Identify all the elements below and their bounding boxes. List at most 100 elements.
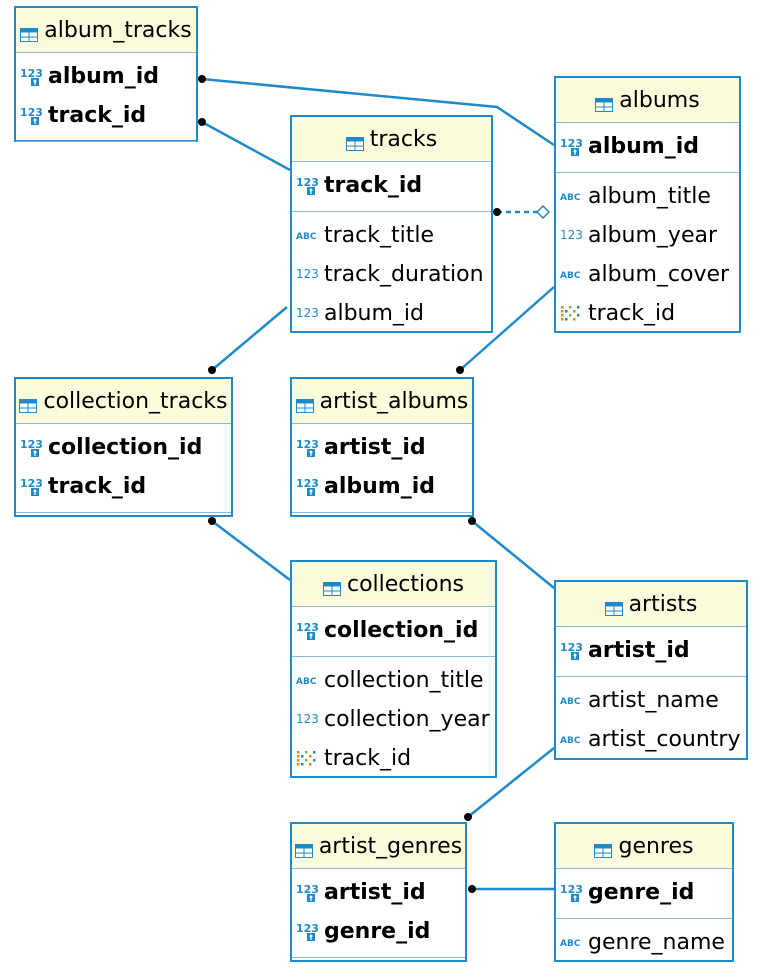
table-header[interactable]: albums [556,78,739,123]
svg-text:123: 123 [296,306,319,320]
key-number-icon: 123 [296,476,320,498]
column-name: track_id [324,173,423,198]
key-number-icon: 123 [296,437,320,459]
relationship-line [211,306,288,371]
table-header[interactable]: album_tracks [16,8,196,53]
table-name: tracks [369,126,438,152]
table-name: artists [628,591,698,617]
column-row[interactable]: 123 album_id [292,294,491,333]
column-row[interactable]: 123 collection_id [16,428,231,467]
svg-text:ABC: ABC [560,271,581,281]
table-header[interactable]: artist_genres [292,824,465,869]
column-name: genre_name [588,930,725,955]
table-header[interactable]: collections [292,562,495,607]
table-header[interactable]: genres [556,824,732,869]
column-name: collection_year [324,707,490,732]
text-icon: ABC [560,690,584,712]
column-name: album_id [324,301,425,326]
column-row[interactable]: ABC album_cover [556,255,739,294]
relationship-diamond-marker [535,204,551,220]
column-name: genre_id [588,880,695,905]
svg-text:123: 123 [20,477,43,490]
relationship-endpoint-dot [493,208,501,216]
column-name: collection_id [324,618,479,643]
column-name: artist_id [588,638,690,663]
svg-text:ABC: ABC [560,193,581,203]
key-number-icon: 123 [560,882,584,904]
text-icon: ABC [560,264,584,286]
table-header[interactable]: artists [556,582,746,627]
text-icon: ABC [296,670,320,692]
table-icon [595,93,614,112]
svg-text:123: 123 [560,883,583,896]
table-header[interactable]: collection_tracks [16,379,231,424]
number-icon: 123 [296,264,320,286]
column-name: album_title [588,184,711,209]
table-header[interactable]: tracks [292,117,491,162]
column-row[interactable]: 123 collection_year [292,700,495,739]
column-name: artist_country [588,727,741,752]
number-icon: 123 [296,709,320,731]
svg-text:123: 123 [296,712,319,726]
key-number-icon: 123 [20,476,44,498]
column-name: collection_id [48,435,203,460]
key-number-icon: 123 [560,136,584,158]
column-name: genre_id [324,919,431,944]
table-icon [295,394,314,413]
key-number-icon: 123 [296,882,320,904]
key-number-icon: 123 [296,175,320,197]
column-name: album_cover [588,262,730,287]
column-row[interactable]: 123 genre_id [556,873,732,912]
relationship-line [201,77,555,147]
column-row[interactable]: track_id [556,294,739,333]
relationship-endpoint-dot [464,813,472,821]
relationship-endpoint-dot [456,366,464,374]
column-row[interactable]: ABC album_title [556,177,739,216]
key-number-icon: 123 [20,437,44,459]
column-row[interactable]: track_id [292,739,495,778]
table-header[interactable]: artist_albums [292,379,472,424]
svg-text:ABC: ABC [296,232,317,242]
svg-text:123: 123 [20,438,43,451]
text-icon: ABC [560,729,584,751]
table-icon [19,394,38,413]
key-number-icon: 123 [560,640,584,662]
column-name: album_id [48,64,160,89]
relationship-endpoint-dot [468,517,476,525]
